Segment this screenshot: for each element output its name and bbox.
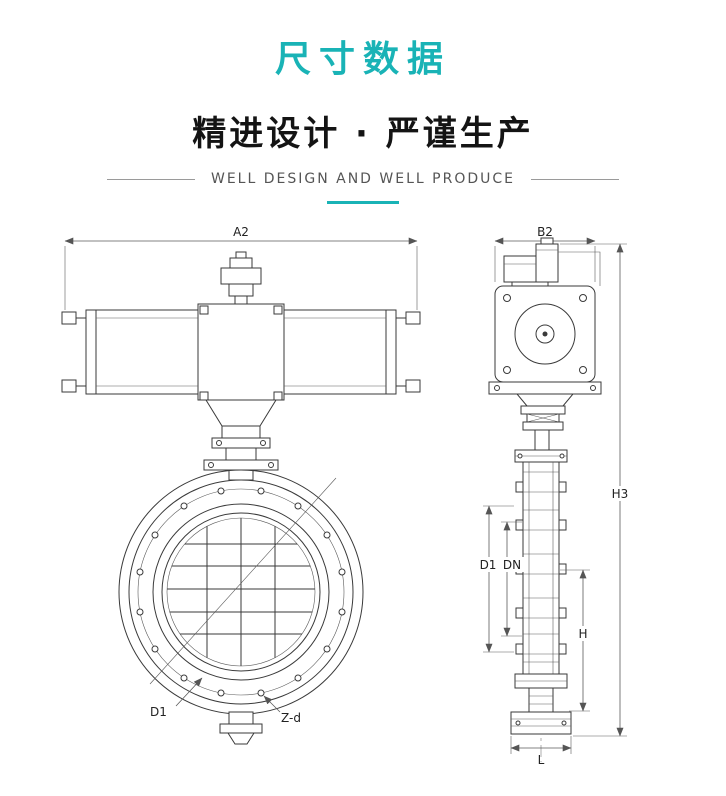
dim-d1-side: D1: [476, 505, 514, 653]
tagline-text: WELL DESIGN AND WELL PRODUCE: [210, 171, 515, 187]
tagline-rule-left: [106, 178, 195, 180]
pneumatic-actuator-front: [61, 303, 421, 401]
bolt-holes: [136, 487, 346, 697]
front-view: A2: [61, 225, 421, 745]
valve-body-side: [510, 449, 572, 735]
accent-divider: [327, 201, 399, 204]
dim-a2: A2: [64, 225, 418, 310]
dim-h3: H3: [560, 243, 636, 737]
dim-zd: Z-d: [263, 695, 301, 725]
dim-label-h3: H3: [612, 487, 629, 501]
solenoid-valve-side: [503, 237, 601, 287]
dim-label-zd: Z-d: [281, 711, 301, 725]
page-subtitle: 精进设计 · 严谨生产: [192, 114, 534, 154]
disc-diagonal-centerline: [149, 477, 337, 685]
valve-body-front: [118, 469, 364, 745]
dim-label-h: H: [578, 627, 587, 641]
tagline-row: WELL DESIGN AND WELL PRODUCE: [0, 171, 726, 187]
stem-gland-side: [515, 393, 575, 451]
pneumatic-actuator-side: [488, 285, 602, 395]
solenoid-valve-front: [220, 251, 262, 305]
side-view: B2: [476, 225, 636, 767]
dim-label-b2: B2: [537, 225, 553, 239]
dim-label-l: L: [538, 753, 545, 767]
page-title: 尺寸数据: [274, 39, 451, 80]
dim-label-a2: A2: [233, 225, 249, 239]
mounting-bracket-front: [203, 399, 279, 481]
dim-dn: DN: [500, 521, 525, 637]
dim-h: H: [560, 569, 592, 712]
tagline-rule-right: [531, 178, 619, 180]
disc-grid: [167, 518, 315, 666]
dim-label-dn: DN: [503, 558, 521, 572]
dim-label-d1-front: D1: [150, 705, 167, 719]
technical-drawing: A2: [61, 225, 636, 767]
dim-d1-front: D1: [150, 677, 203, 719]
dim-l: L: [510, 736, 572, 767]
dim-label-d1-side: D1: [480, 558, 497, 572]
